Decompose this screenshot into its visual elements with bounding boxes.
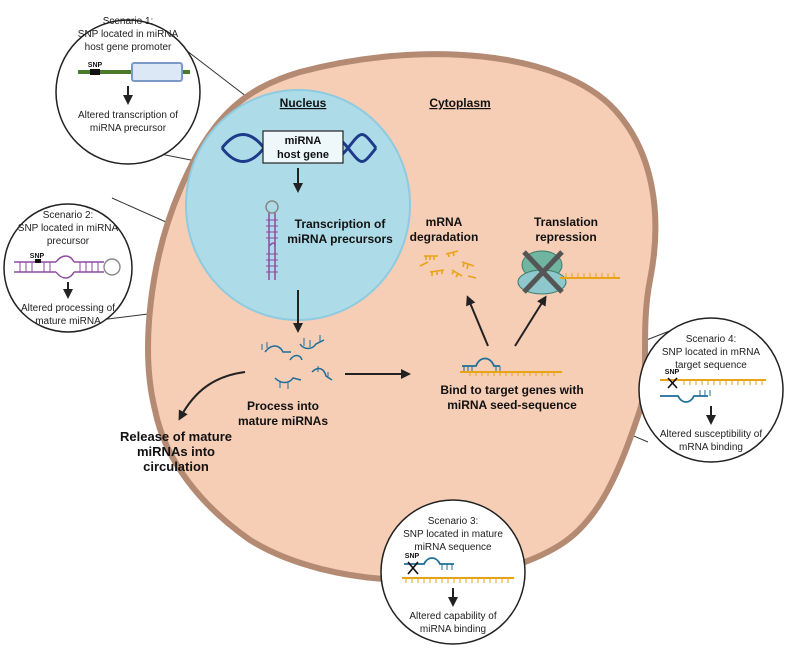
release-line1: Release of mature [120,429,232,444]
s2-title-2: SNP located in miRNA [18,223,119,234]
s3-snp-label: SNP [405,553,420,560]
s4-title-3: target sequence [675,360,747,371]
nucleus-label: Nucleus [280,96,327,110]
degradation-line1: mRNA [426,215,463,229]
host-gene-line1: miRNA [285,135,322,147]
s1-title-3: host gene promoter [85,42,172,53]
release-line2: miRNAs into [137,444,215,459]
host-gene-line2: host gene [277,149,329,161]
bind-line2: miRNA seed-sequence [447,398,577,412]
arrow-release [178,371,246,421]
s4-title-1: Scenario 4: [686,334,737,345]
scenario-2-callout: Scenario 2: SNP located in miRNA precurs… [3,203,133,333]
s3-title-3: miRNA sequence [414,542,492,553]
s3-result-1: Altered capability of [409,611,496,622]
scenario-4-callout: Scenario 4: SNP located in mRNA target s… [638,317,784,463]
s3-title-1: Scenario 3: [428,516,479,527]
s1-title-2: SNP located in miRNA [78,29,179,40]
scenario-3-callout: Scenario 3: SNP located in mature miRNA … [380,499,526,645]
s1-result-1: Altered transcription of [78,110,178,121]
s4-snp-label: SNP [665,369,680,376]
s3-result-2: miRNA binding [420,624,486,635]
degradation-line2: degradation [410,230,479,244]
s2-snp-label: SNP [30,253,45,260]
repression-line2: repression [535,230,596,244]
s4-result-1: Altered susceptibility of [660,429,762,440]
s4-result-2: mRNA binding [679,442,743,453]
bound-mirna-mrna-icon [460,357,562,376]
process-line2: mature miRNAs [238,414,328,428]
s1-result-2: miRNA precursor [90,123,167,134]
repression-line1: Translation [534,215,598,229]
arrow-to-repression [514,295,547,347]
transcription-line2: miRNA precursors [287,232,393,246]
process-line1: Process into [247,399,319,413]
mature-mirna-cluster-icon [261,335,333,389]
cytoplasm-label: Cytoplasm [429,96,490,110]
release-line3: circulation [143,459,209,474]
s3-title-2: SNP located in mature [403,529,503,540]
s2-result-2: mature miRNA [35,316,101,327]
s1-title-1: Scenario 1: [103,16,154,27]
nucleus [185,89,411,321]
mrna-fragments-icon [419,250,477,279]
pri-mirna-hairpin-icon [265,200,279,280]
arrow-to-degradation [466,295,489,347]
s4-title-2: SNP located in mRNA [662,347,761,358]
transcription-line1: Transcription of [295,217,387,231]
host-gene-box [262,130,344,164]
s2-title-1: Scenario 2: [43,210,94,221]
ribosome-blocked-icon [517,250,620,295]
s2-result-1: Altered processing of [21,303,115,314]
s2-title-3: precursor [47,236,90,247]
s1-snp-label: SNP [88,62,103,69]
scenario-1-callout: Scenario 1: SNP located in miRNA host ge… [55,16,201,165]
bind-line1: Bind to target genes with [440,383,583,397]
